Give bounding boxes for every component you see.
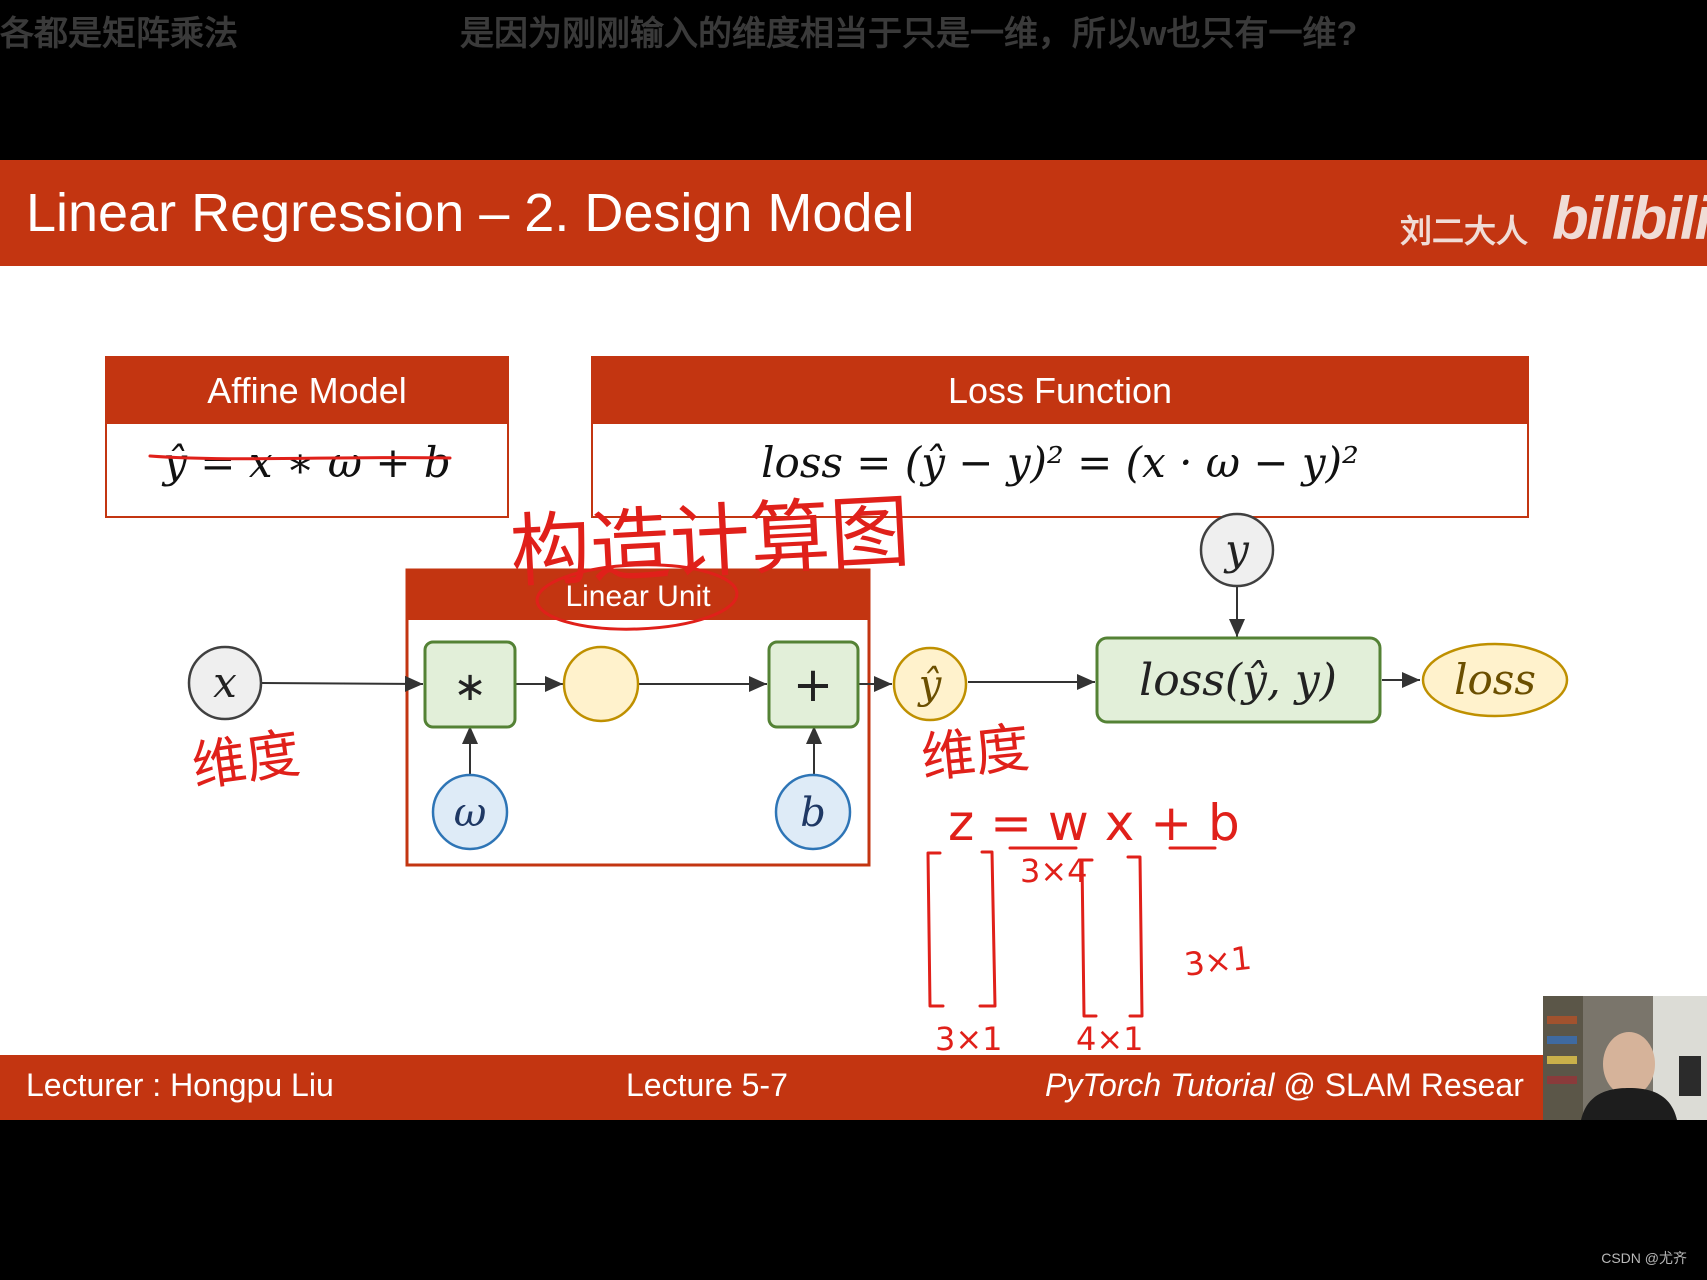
- bracket-x: [1080, 855, 1144, 1018]
- node-y-hat: ŷ: [892, 646, 968, 722]
- bilibili-logo: bilibili: [1552, 185, 1707, 252]
- note-shape-z: 3×1: [935, 1020, 1003, 1055]
- affine-model-formula: ŷ = x ∗ ω + b: [163, 438, 451, 487]
- footer-lecturer: Lecturer : Hongpu Liu: [26, 1067, 334, 1103]
- affine-model-box: Affine Model ŷ = x ∗ ω + b: [105, 356, 509, 518]
- csdn-watermark: CSDN @尤齐: [1601, 1250, 1687, 1266]
- footer-course: PyTorch Tutorial @ SLAM Resear: [1045, 1067, 1524, 1104]
- svg-text:y: y: [1223, 525, 1250, 574]
- danmaku-left: 各都是矩阵乘法: [0, 15, 238, 53]
- node-y: y: [1199, 512, 1275, 588]
- footer-course-rest: @ SLAM Resear: [1274, 1067, 1524, 1103]
- graph-edges: [261, 587, 1420, 778]
- svg-text:x: x: [213, 658, 237, 707]
- footer-course-italic: PyTorch Tutorial: [1045, 1067, 1275, 1103]
- node-loss-function: loss(ŷ, y): [1095, 636, 1382, 724]
- note-shape-x: 4×1: [1076, 1020, 1144, 1055]
- node-loss-output: loss: [1421, 642, 1569, 718]
- circle-linear-unit: [535, 563, 739, 631]
- bracket-z: [926, 850, 997, 1008]
- svg-text:ŷ: ŷ: [917, 662, 943, 708]
- svg-text:∗: ∗: [453, 664, 487, 710]
- footer-lecture-number: Lecture 5-7: [626, 1067, 788, 1103]
- slide: Linear Regression – 2. Design Model 刘二大人…: [0, 160, 1707, 1120]
- note-build-graph: 构造计算图: [508, 485, 912, 599]
- loss-function-header: Loss Function: [593, 358, 1527, 424]
- svg-text:b: b: [800, 790, 826, 836]
- lecturer-video-thumbnail: [1543, 996, 1707, 1120]
- underline-affine-formula: [148, 454, 452, 461]
- note-shape-w: 3×4: [1020, 852, 1088, 890]
- loss-function-formula: loss = (ŷ − y)² = (x · ω − y)²: [761, 438, 1359, 487]
- handwritten-annotations: 构造计算图 维度 维度 z = w x + b 3×4 3×1 3×1 4×1: [148, 454, 1253, 1055]
- node-x: x: [187, 645, 263, 721]
- note-shape-b: 3×1: [1182, 939, 1253, 984]
- svg-text:ω: ω: [454, 790, 487, 836]
- slide-title: Linear Regression – 2. Design Model: [26, 183, 915, 243]
- node-omega: ω: [431, 773, 509, 851]
- note-equation: z = w x + b: [948, 794, 1240, 852]
- affine-model-header: Affine Model: [107, 358, 507, 424]
- node-b: b: [774, 773, 852, 851]
- lecturer-webcam: [1543, 996, 1707, 1120]
- node-multiply: ∗: [423, 640, 517, 729]
- danmaku-center: 是因为刚刚输入的维度相当于只是一维，所以w也只有一维?: [460, 15, 1358, 53]
- node-add: +: [767, 640, 860, 729]
- svg-text:loss: loss: [1454, 655, 1536, 704]
- note-dimension-yhat: 维度: [918, 716, 1032, 790]
- linear-unit-label: Linear Unit: [565, 580, 711, 613]
- slide-footer: Lecturer : Hongpu Liu Lecture 5-7 PyTorc…: [0, 1055, 1707, 1120]
- computation-graph: Linear Unit x ∗ +: [148, 454, 1569, 1055]
- svg-text:+: +: [793, 657, 833, 713]
- svg-text:loss(ŷ, y): loss(ŷ, y): [1139, 655, 1337, 706]
- node-intermediate: [562, 645, 640, 723]
- brand-name: 刘二大人: [1400, 213, 1529, 249]
- note-dimension-x: 维度: [188, 721, 304, 798]
- slide-header: Linear Regression – 2. Design Model 刘二大人…: [0, 160, 1707, 266]
- loss-function-box: Loss Function loss = (ŷ − y)² = (x · ω −…: [591, 356, 1529, 518]
